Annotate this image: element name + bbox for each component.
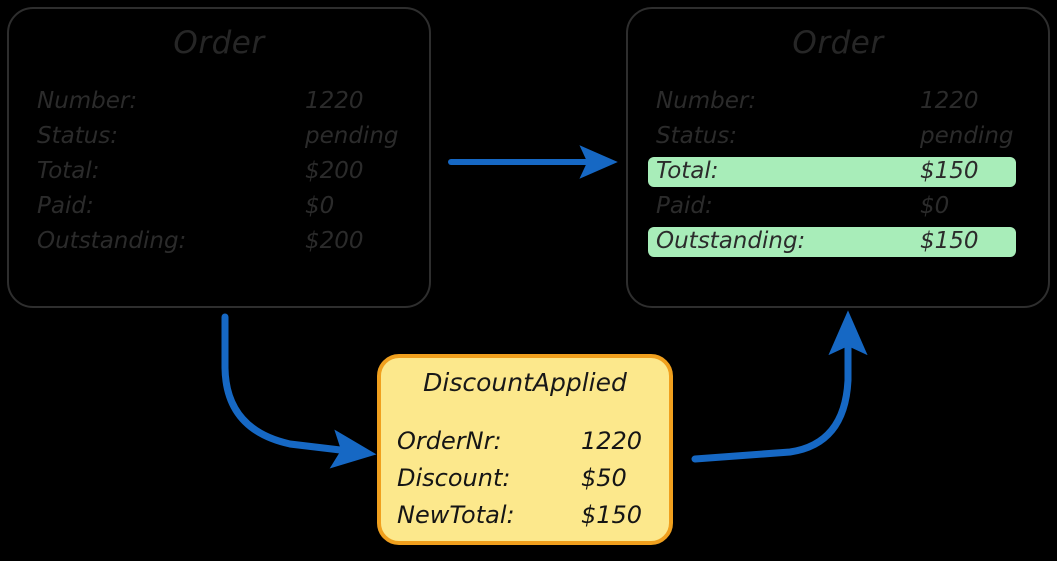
field-list-event: OrderNr: 1220 Discount: $50 NewTotal: $1…: [381, 423, 669, 534]
field-row-total: Total: $200: [9, 153, 429, 188]
field-label: Status:: [37, 123, 119, 149]
field-value: $0: [920, 193, 950, 219]
field-value: pending: [305, 123, 399, 149]
field-label: Status:: [656, 123, 738, 149]
row-highlight: [648, 227, 1016, 257]
field-label: Paid:: [656, 193, 713, 219]
field-row-paid: Paid: $0: [9, 188, 429, 223]
field-row-status: Status: pending: [628, 118, 1048, 153]
field-value: $150: [581, 501, 643, 529]
field-label: NewTotal:: [397, 501, 515, 529]
field-label: OrderNr:: [397, 427, 502, 455]
field-value: $0: [305, 193, 335, 219]
field-row-number: Number: 1220: [9, 83, 429, 118]
field-value: $200: [305, 158, 364, 184]
card-title-after: Order: [792, 25, 884, 61]
field-label: Number:: [37, 88, 138, 114]
order-card-before: Order Number: 1220 Status: pending Total…: [7, 7, 431, 308]
event-title: DiscountApplied: [423, 368, 627, 397]
event-card-discount-applied: DiscountApplied OrderNr: 1220 Discount: …: [377, 354, 673, 545]
field-value: 1220: [920, 88, 979, 114]
field-row-discount: Discount: $50: [381, 460, 669, 497]
field-label: Discount:: [397, 464, 511, 492]
field-row-number: Number: 1220: [628, 83, 1048, 118]
field-row-ordernr: OrderNr: 1220: [381, 423, 669, 460]
arrow-before-to-event: [221, 313, 377, 469]
field-value: 1220: [305, 88, 364, 114]
field-value: $50: [581, 464, 627, 492]
field-value: $150: [920, 158, 979, 184]
field-row-total: Total: $150: [628, 153, 1048, 188]
order-card-after: Order Number: 1220 Status: pending Total…: [626, 7, 1050, 308]
field-label: Paid:: [37, 193, 94, 219]
arrow-event-to-after: [691, 310, 868, 463]
field-label: Total:: [656, 158, 719, 184]
field-label: Outstanding:: [656, 228, 806, 254]
field-row-newtotal: NewTotal: $150: [381, 497, 669, 534]
field-label: Number:: [656, 88, 757, 114]
card-title-before: Order: [173, 25, 265, 61]
field-row-outstanding: Outstanding: $150: [628, 223, 1048, 258]
field-value: $200: [305, 228, 364, 254]
field-value: pending: [920, 123, 1014, 149]
field-label: Outstanding:: [37, 228, 187, 254]
field-value: 1220: [581, 427, 643, 455]
field-value: $150: [920, 228, 979, 254]
field-list-before: Number: 1220 Status: pending Total: $200…: [9, 83, 429, 258]
field-row-status: Status: pending: [9, 118, 429, 153]
field-row-outstanding: Outstanding: $200: [9, 223, 429, 258]
field-label: Total:: [37, 158, 100, 184]
field-row-paid: Paid: $0: [628, 188, 1048, 223]
field-list-after: Number: 1220 Status: pending Total: $150…: [628, 83, 1048, 258]
row-highlight: [648, 157, 1016, 187]
